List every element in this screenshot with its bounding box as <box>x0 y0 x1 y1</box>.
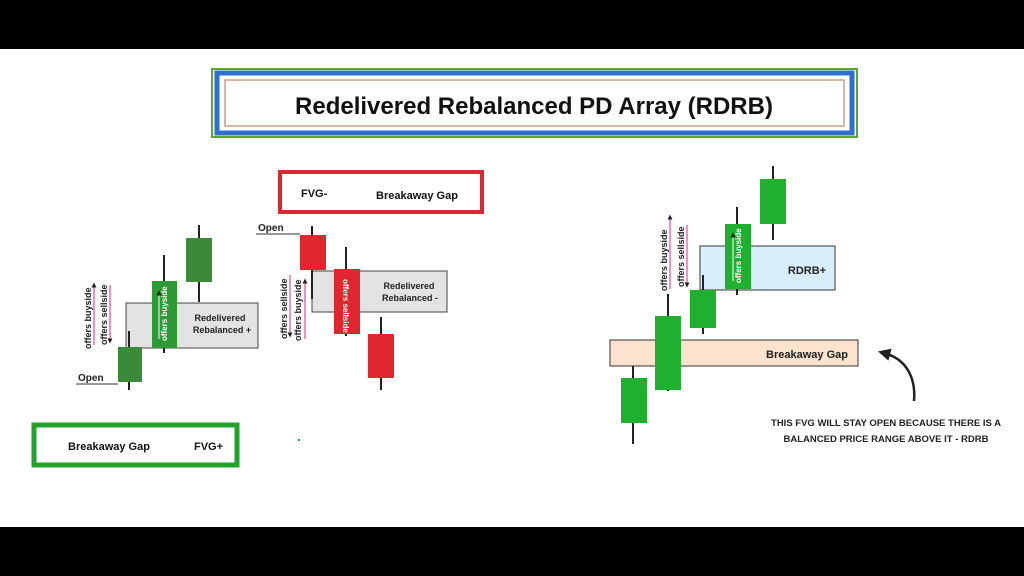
candle-offers-buyside-text: offers buyside <box>734 228 743 283</box>
title-frame: Redelivered Rebalanced PD Array (RDRB) <box>211 68 858 138</box>
breakaway-gap-label: Breakaway Gap <box>68 441 150 453</box>
breakaway-gap-zone <box>609 339 859 367</box>
redelivered-rebalanced-zone <box>311 270 448 313</box>
offers-sellside-label: offers sellside <box>676 226 686 287</box>
offers-buyside-label: offers buyside <box>293 279 303 341</box>
candle-offers-sellside-text: offers sellside <box>341 279 350 333</box>
note-line-2: BALANCED PRICE RANGE ABOVE IT - RDRB <box>784 434 989 445</box>
page-title: Redelivered Rebalanced PD Array (RDRB) <box>295 93 773 120</box>
bearish-candle <box>300 235 326 270</box>
rdrb-plus-label: RDRB+ <box>788 265 826 277</box>
bullish-candle <box>760 179 786 224</box>
open-label: Open <box>78 373 104 384</box>
rdrb-plus-zone <box>699 245 836 291</box>
bearish-rdrb-example: offers sellside Redelivered Rebalanced -… <box>256 223 448 390</box>
bullish-candle <box>152 281 177 348</box>
note-line-1: THIS FVG WILL STAY OPEN BECAUSE THERE IS… <box>771 418 1001 429</box>
fvg-minus-box: FVG- Breakaway Gap <box>278 170 484 214</box>
bearish-candle <box>334 269 360 334</box>
bullish-rdrb-example: offers buyside Redelivered Rebalanced + … <box>76 225 259 390</box>
redelivered-rebalanced-zone <box>125 302 259 349</box>
fvg-plus-box: Breakaway Gap FVG+ <box>31 422 240 468</box>
zone-label-line1: Redelivered <box>194 313 245 323</box>
bullish-candle <box>655 316 681 390</box>
zone-label-line2: Rebalanced + <box>193 325 251 335</box>
bullish-candle <box>690 290 716 328</box>
offers-buyside-label: offers buyside <box>659 229 669 291</box>
diagram-canvas: Redelivered Rebalanced PD Array (RDRB) F… <box>0 49 1024 527</box>
offers-sellside-label: offers sellside <box>279 278 289 339</box>
zone-label-line1: Redelivered <box>383 281 434 291</box>
zone-label-line2: Rebalanced - <box>382 293 438 303</box>
curved-arrow <box>877 348 916 402</box>
breakaway-gap-label: Breakaway Gap <box>766 349 848 361</box>
rdrb-diagram: Redelivered Rebalanced PD Array (RDRB) F… <box>31 68 1001 468</box>
offers-sellside-label: offers sellside <box>99 284 109 345</box>
fvg-minus-label: FVG- <box>301 188 328 200</box>
open-label: Open <box>258 223 284 234</box>
candle-offers-buyside-text: offers buyside <box>160 286 169 341</box>
bullish-candle <box>118 347 142 382</box>
offers-buyside-label: offers buyside <box>83 287 93 349</box>
bullish-candle <box>621 378 647 423</box>
fvg-plus-label: FVG+ <box>194 441 223 453</box>
bullish-candle <box>186 238 212 282</box>
breakaway-gap-label: Breakaway Gap <box>376 190 458 202</box>
bullish-candle <box>725 224 751 289</box>
rdrb-plus-example: Breakaway Gap RDRB+ offers buyside offer… <box>609 166 1001 445</box>
bearish-candle <box>368 334 394 378</box>
